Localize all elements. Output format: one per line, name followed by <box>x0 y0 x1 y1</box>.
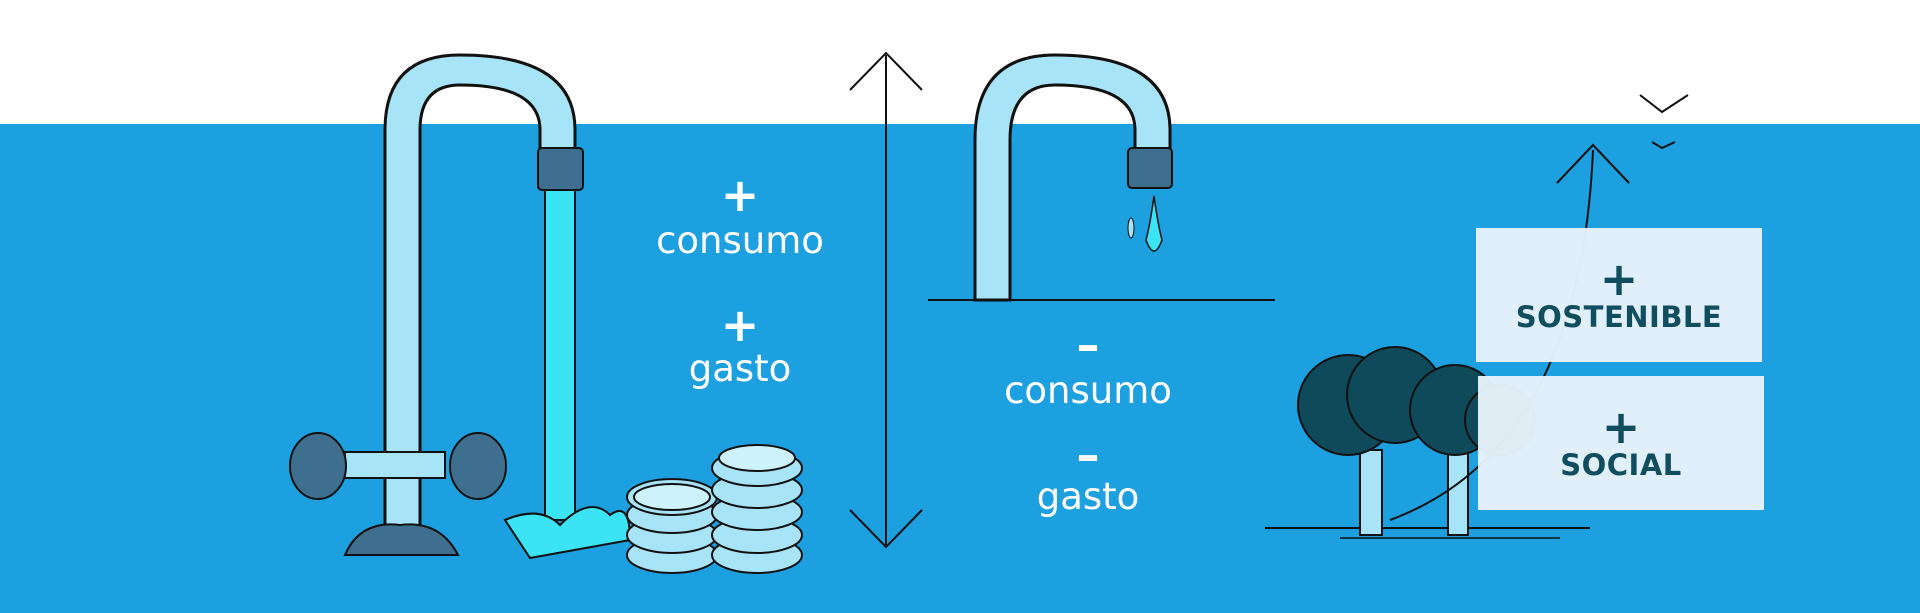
water-band <box>0 124 1920 613</box>
minus-sign-2: – <box>1076 428 1100 482</box>
social-label: SOCIAL <box>1560 448 1682 483</box>
plus-sign-2: + <box>720 298 760 352</box>
bird-icon <box>1639 94 1689 150</box>
coin-stack-icon <box>626 444 803 574</box>
water-stream <box>544 189 576 521</box>
dripping-faucet-icon <box>928 53 1275 302</box>
social-box: + SOCIAL <box>1478 376 1764 510</box>
expense-label-center: gasto <box>1036 475 1140 518</box>
sustainable-sign: + <box>1599 252 1639 307</box>
expense-label: gasto <box>688 347 792 390</box>
consumption-label: consumo <box>656 219 824 262</box>
open-faucet-icon <box>289 53 632 560</box>
knob-right <box>449 432 507 500</box>
consumption-label-center: consumo <box>1004 369 1172 412</box>
knob-left <box>289 432 347 500</box>
sustainable-box: + SOSTENIBLE <box>1476 228 1762 362</box>
sustainable-label: SOSTENIBLE <box>1515 300 1723 335</box>
double-arrow-icon <box>849 51 923 549</box>
social-sign: + <box>1601 400 1641 455</box>
plus-sign: + <box>720 168 760 222</box>
minus-sign: – <box>1076 318 1100 372</box>
